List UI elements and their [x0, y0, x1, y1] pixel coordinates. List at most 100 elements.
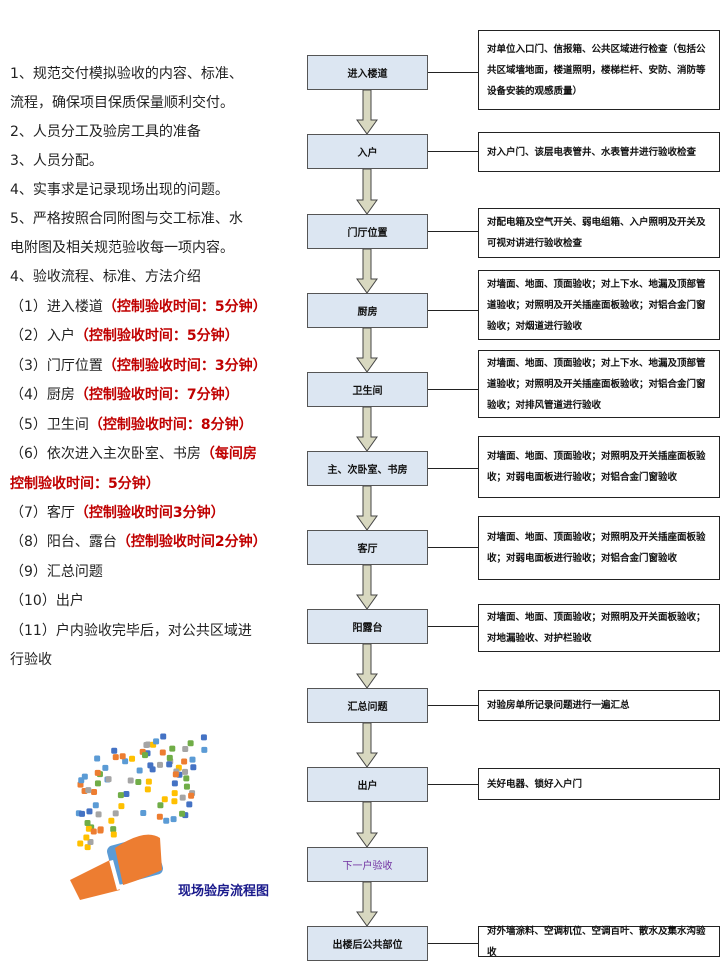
small-icon [182, 746, 188, 752]
small-icon [179, 811, 185, 817]
small-icon [78, 777, 84, 783]
step-description: 对墙面、地面、顶面验收；对照明及开关插座面板验收；对弱电面板进行验收；对铝合金门… [478, 516, 720, 580]
connector-line [428, 72, 478, 73]
small-icon [157, 802, 163, 808]
down-arrow-icon [356, 723, 378, 767]
instruction-line: （6）依次进入主次卧室、书房（每间房 [10, 443, 257, 463]
instruction-text: 行验收 [10, 652, 52, 668]
instruction-line: （5）卫生间（控制验收时间：8分钟） [10, 414, 253, 434]
small-icon [201, 734, 207, 740]
step-description: 对外墙涂料、空调机位、空调百叶、散水及集水沟验收 [478, 926, 720, 957]
time-limit-text: （控制验收时间：7分钟） [75, 387, 239, 403]
instruction-line: 1、规范交付模拟验收的内容、标准、 [10, 63, 243, 83]
down-arrow-icon [356, 802, 378, 847]
instruction-line: （11）户内验收完毕后，对公共区域进 [10, 620, 252, 640]
step-description: 对配电箱及空气开关、弱电组箱、入户照明及开关及可视对讲进行验收检查 [478, 208, 720, 258]
down-arrow-icon [356, 328, 378, 372]
time-limit-text: （控制验收时间：5分钟） [75, 328, 239, 344]
connector-line [428, 784, 478, 785]
connector-line [428, 231, 478, 232]
instruction-text: 3、人员分配。 [10, 153, 103, 169]
instruction-line: 5、严格按照合同附图与交工标准、水 [10, 208, 243, 228]
connector-line [428, 151, 478, 152]
small-icon [186, 801, 192, 807]
step-description: 对墙面、地面、顶面验收；对照明及开关插座面板验收；对弱电面板进行验收；对铝合金门… [478, 436, 720, 498]
time-limit-text: 控制验收时间：5分钟） [10, 476, 160, 492]
small-icon [111, 748, 117, 754]
small-icon [123, 791, 129, 797]
small-icon [180, 795, 186, 801]
instruction-text: 电附图及相关规范验收每一项内容。 [10, 240, 234, 256]
small-icon [85, 787, 91, 793]
flow-step: 门厅位置 [307, 214, 428, 249]
instruction-line: 3、人员分配。 [10, 150, 103, 170]
small-icon [173, 771, 179, 777]
small-icon [120, 753, 126, 759]
small-icon [111, 832, 117, 838]
instruction-text: （6）依次进入主次卧室、书房 [10, 446, 201, 462]
small-icon [85, 820, 91, 826]
small-icon [146, 779, 152, 785]
small-icon [94, 756, 100, 762]
small-icon [172, 780, 178, 786]
instruction-text: （1）进入楼道 [10, 299, 103, 315]
down-arrow-icon [356, 486, 378, 530]
time-limit-text: （控制验收时间2分钟） [117, 534, 267, 550]
small-icon [201, 747, 207, 753]
down-arrow-icon [356, 565, 378, 609]
down-arrow-icon [356, 407, 378, 451]
instruction-text: 4、实事求是记录现场出现的问题。 [10, 182, 229, 198]
step-description: 对验房单所记录问题进行一遍汇总 [478, 690, 720, 721]
instruction-line: 2、人员分工及验房工具的准备 [10, 121, 201, 141]
small-icon [157, 762, 163, 768]
instruction-line: （8）阳台、露台（控制验收时间2分钟） [10, 531, 267, 551]
time-limit-text: （控制验收时间：5分钟） [103, 299, 267, 315]
instruction-line: （10）出户 [10, 590, 84, 610]
small-icon [167, 755, 173, 761]
small-icon [93, 802, 99, 808]
flow-step: 阳露台 [307, 609, 428, 644]
instruction-text: （4）厨房 [10, 387, 75, 403]
step-description: 对墙面、地面、顶面验收；对上下水、地漏及顶部管道验收；对照明及开关插座面板验收；… [478, 270, 720, 340]
small-icon [91, 789, 97, 795]
small-icon [77, 841, 83, 847]
small-icon [118, 803, 124, 809]
connector-line [428, 389, 478, 390]
instruction-text: （3）门厅位置 [10, 358, 103, 374]
small-icon [102, 765, 108, 771]
flow-step: 出楼后公共部位 [307, 926, 428, 961]
small-icon [171, 798, 177, 804]
small-icon [98, 826, 104, 832]
small-icon [79, 811, 85, 817]
connector-line [428, 705, 478, 706]
flow-step: 主、次卧室、书房 [307, 451, 428, 486]
small-icon [113, 754, 119, 760]
small-icon [182, 769, 188, 775]
instruction-line: 4、验收流程、标准、方法介绍 [10, 266, 201, 286]
flow-step: 进入楼道 [307, 55, 428, 90]
small-icon [128, 777, 134, 783]
megaphone-illustration [65, 720, 225, 900]
down-arrow-icon [356, 169, 378, 214]
time-limit-text: （控制验收时间：8分钟） [89, 417, 253, 433]
connector-line [428, 626, 478, 627]
small-icon [181, 758, 187, 764]
small-icon [171, 816, 177, 822]
small-icon [86, 808, 92, 814]
step-description: 关好电器、锁好入户门 [478, 768, 720, 800]
small-icon [140, 810, 146, 816]
instruction-text: 4、验收流程、标准、方法介绍 [10, 269, 201, 285]
small-icon [153, 738, 159, 744]
small-icon [108, 818, 114, 824]
small-icon [129, 756, 135, 762]
flow-step: 卫生间 [307, 372, 428, 407]
flow-step: 厨房 [307, 293, 428, 328]
instruction-line: 控制验收时间：5分钟） [10, 473, 160, 493]
instruction-line: （9）汇总问题 [10, 561, 103, 581]
small-icon [118, 792, 124, 798]
instruction-line: （4）厨房（控制验收时间：7分钟） [10, 384, 239, 404]
small-icon [184, 784, 190, 790]
instruction-line: （7）客厅（控制验收时间3分钟） [10, 502, 225, 522]
small-icon [188, 740, 194, 746]
